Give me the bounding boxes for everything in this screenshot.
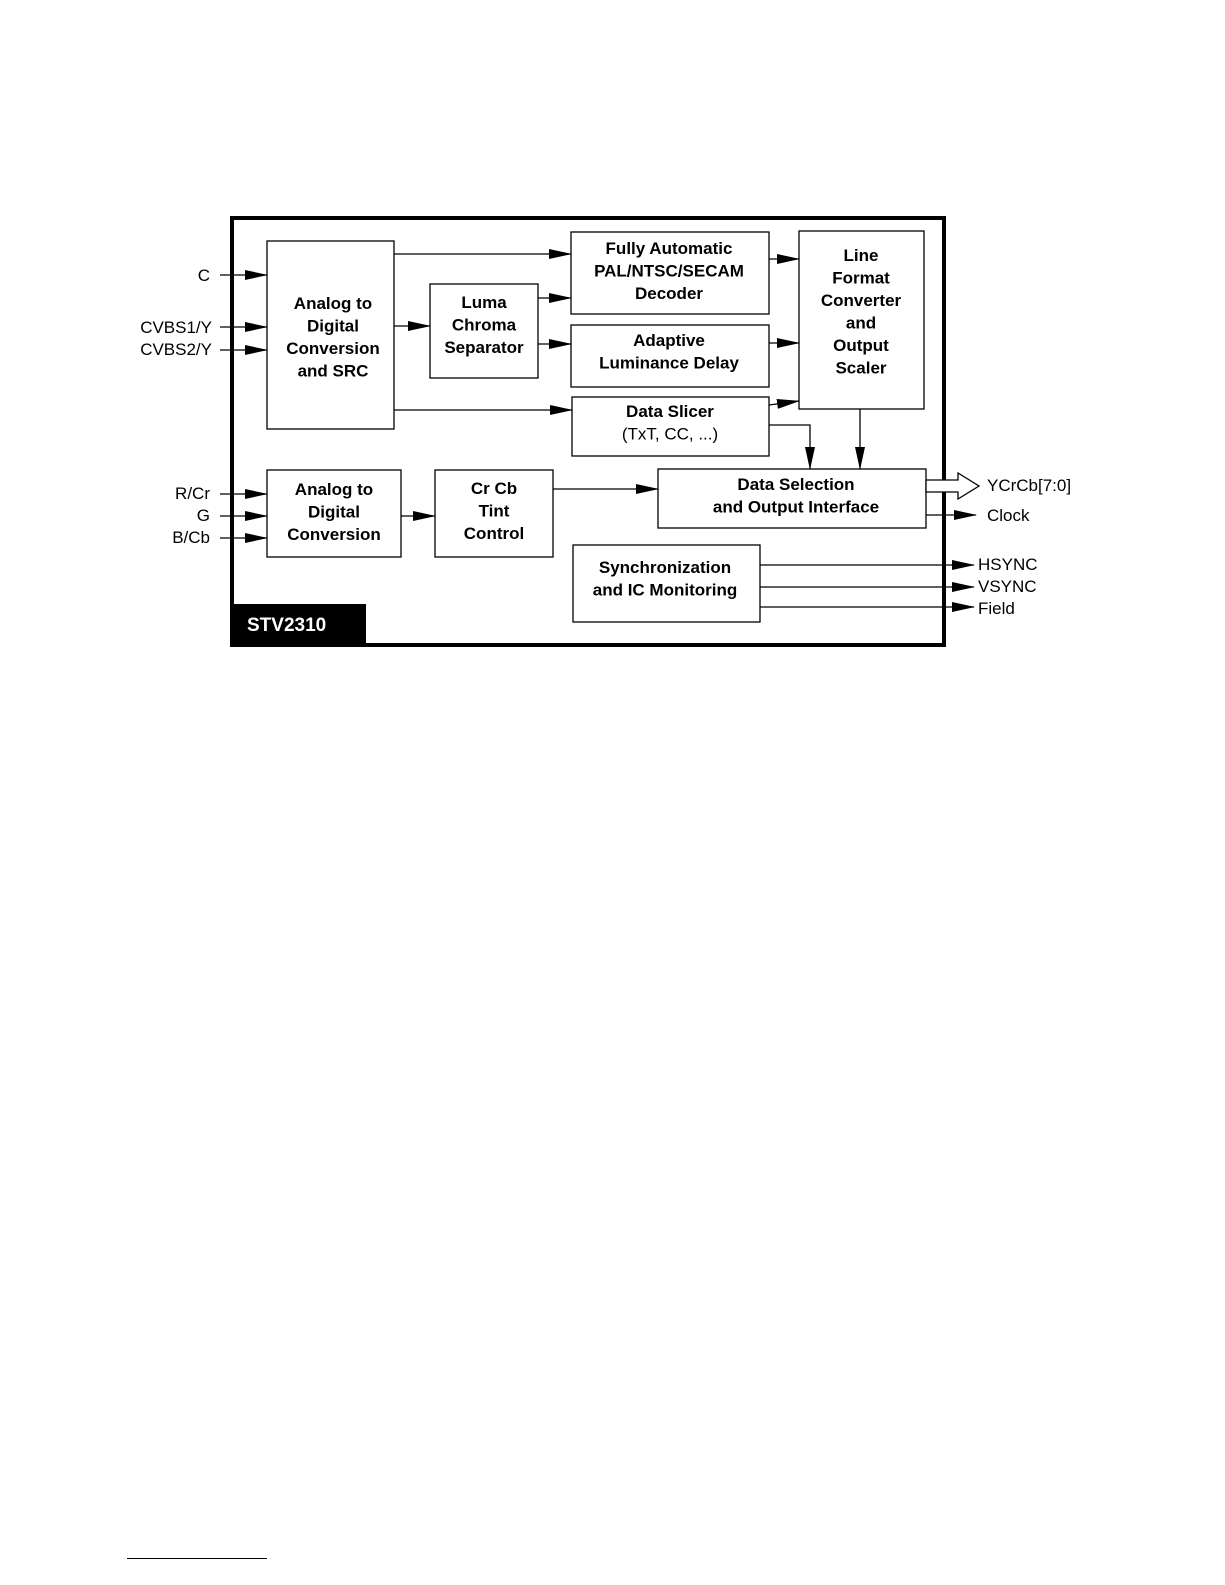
output-vsync: VSYNC — [978, 577, 1037, 596]
label-line: and Output Interface — [713, 498, 879, 517]
arrow-slicer-to-line-format — [768, 398, 800, 409]
label-line: Digital — [308, 503, 360, 522]
label-line: Control — [464, 524, 524, 543]
bus-arrow-ycrcb — [925, 471, 981, 501]
input-c: C — [198, 266, 210, 285]
input-cvbs1: CVBS1/Y — [140, 318, 212, 337]
label-line: Fully Automatic — [606, 239, 733, 258]
label-line: PAL/NTSC/SECAM — [594, 262, 744, 281]
label-line: Synchronization — [599, 558, 731, 577]
chip-name-badge — [232, 604, 366, 645]
label-line: Data Selection — [737, 475, 854, 494]
label-line: and IC Monitoring — [593, 581, 737, 600]
label-line: Chroma — [452, 316, 517, 335]
data-selection-label: Data Selection and Output Interface — [713, 475, 879, 517]
label-line: Format — [832, 269, 890, 288]
label-line: Data Slicer — [626, 402, 714, 421]
label-line: Conversion — [287, 525, 381, 544]
label-line: Decoder — [635, 284, 703, 303]
label-line: Output — [833, 336, 889, 355]
sync-block: Synchronization and IC Monitoring — [572, 544, 761, 623]
label-line: Luma — [461, 293, 507, 312]
chip-name: STV2310 — [247, 615, 326, 636]
label-line: Luminance Delay — [599, 354, 739, 373]
label-line: and — [846, 314, 876, 333]
label-line: Cr Cb — [471, 479, 517, 498]
label-line: Analog to — [295, 480, 373, 499]
input-cvbs2: CVBS2/Y — [140, 340, 212, 359]
input-g: G — [197, 506, 210, 525]
label-line: Converter — [821, 291, 902, 310]
output-clock: Clock — [987, 506, 1030, 525]
output-ycrcb: YCrCb[7:0] — [987, 476, 1071, 495]
label-line: and SRC — [298, 362, 369, 381]
output-field: Field — [978, 599, 1015, 618]
output-hsync: HSYNC — [978, 555, 1038, 574]
sync-label: Synchronization and IC Monitoring — [593, 558, 737, 600]
data-selection-block: Data Selection and Output Interface — [657, 468, 927, 529]
label-line: Analog to — [294, 294, 372, 313]
input-rcr: R/Cr — [175, 484, 210, 503]
chip-outline — [230, 216, 946, 647]
data-slicer-label: Data Slicer (TxT, CC, ...) — [622, 402, 718, 444]
label-line: Tint — [479, 502, 510, 521]
label-line: Conversion — [286, 339, 380, 358]
label-line: Separator — [444, 338, 524, 357]
label-line: Line — [844, 246, 879, 265]
input-bcb: B/Cb — [172, 528, 210, 547]
footer-rule — [127, 1558, 267, 1559]
label-line: (TxT, CC, ...) — [622, 425, 718, 444]
arrow-slicer-to-data-selection — [769, 424, 815, 470]
label-line: Digital — [307, 317, 359, 336]
data-slicer-block: Data Slicer (TxT, CC, ...) — [571, 396, 770, 457]
label-line: Scaler — [835, 359, 886, 378]
label-line: Adaptive — [633, 331, 705, 350]
